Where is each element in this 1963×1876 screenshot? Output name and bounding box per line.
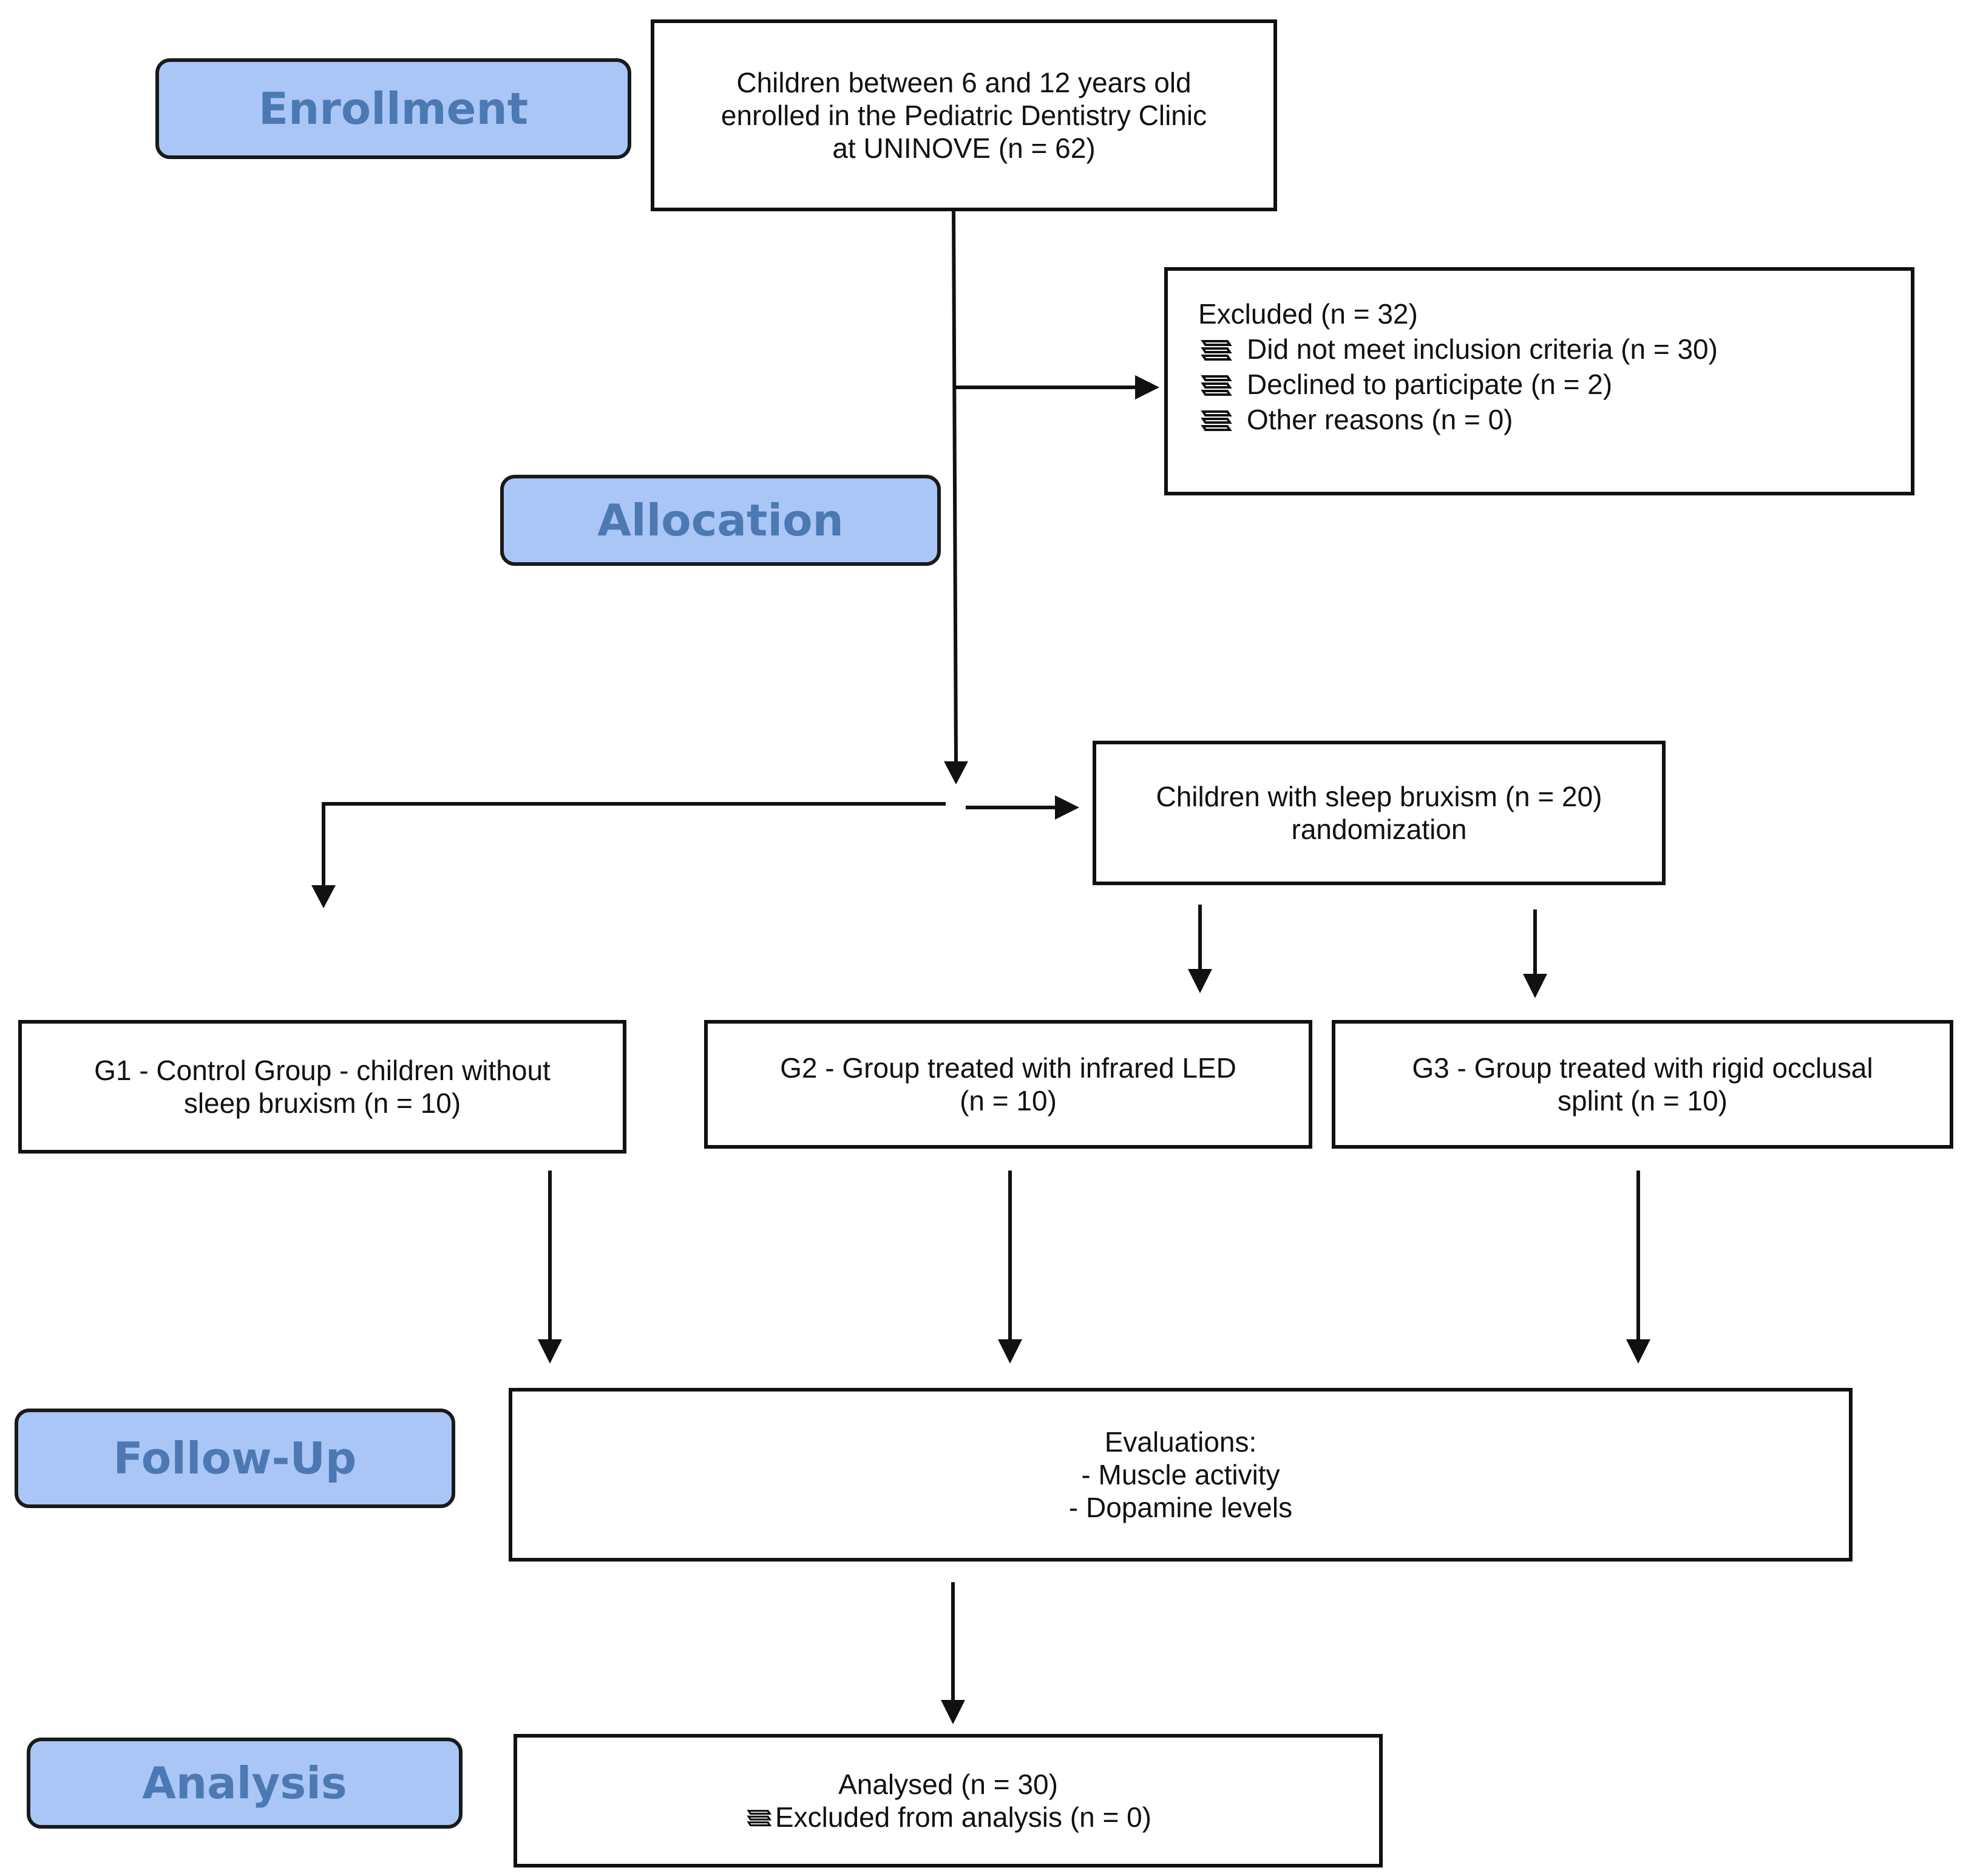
arrowhead-eval-3 — [1626, 1339, 1650, 1364]
arrowhead-down-g1 — [311, 885, 336, 908]
arrowhead-right-excluded — [1135, 375, 1159, 399]
group-g3-line: splint (n = 10) — [1558, 1085, 1727, 1116]
group-g2-line: (n = 10) — [960, 1085, 1057, 1116]
enrolled-line: enrolled in the Pediatric Dentistry Clin… — [720, 100, 1207, 131]
excluded-title: Excluded (n = 32) — [1198, 298, 1418, 330]
enrolled-box: Children between 6 and 12 years old enro… — [651, 19, 1277, 211]
evaluations-line: - Muscle activity — [1081, 1459, 1280, 1490]
stage-enrollment-label: Enrollment — [258, 83, 529, 134]
evaluations-line: Evaluations: — [1104, 1426, 1257, 1458]
analysed-title: Analysed (n = 30) — [838, 1769, 1058, 1800]
group-g2-line: G2 - Group treated with infrared LED — [780, 1052, 1236, 1084]
stage-allocation-label: Allocation — [597, 495, 844, 546]
evaluations-box: Evaluations: - Muscle activity - Dopamin… — [509, 1388, 1853, 1562]
analysed-excluded-row: Excluded from analysis (n = 0) — [745, 1801, 1151, 1834]
arrowhead-eval-2 — [998, 1339, 1022, 1364]
analysed-box: Analysed (n = 30) Excluded from analysis… — [514, 1734, 1383, 1868]
arrowhead-right-randomization — [1055, 795, 1079, 820]
stage-follow-up: Follow-Up — [15, 1409, 455, 1508]
excluded-item: Declined to participate (n = 2) — [1198, 367, 1911, 402]
stage-analysis: Analysis — [27, 1738, 463, 1829]
excluded-item-text: Declined to participate (n = 2) — [1247, 369, 1613, 400]
arrow-enrollment-to-allocation — [952, 208, 958, 767]
group-g1-line: sleep bruxism (n = 10) — [183, 1087, 461, 1119]
excluded-item: Other reasons (n = 0) — [1198, 402, 1911, 437]
excluded-item: Did not meet inclusion criteria (n = 30) — [1198, 331, 1911, 367]
group-g1-box: G1 - Control Group - children without sl… — [18, 1020, 626, 1154]
arrowhead-analysis — [941, 1700, 965, 1724]
arrow-to-g1 — [322, 802, 946, 890]
stage-analysis-label: Analysis — [142, 1758, 347, 1809]
analysed-excluded-text: Excluded from analysis (n = 0) — [775, 1801, 1151, 1833]
group-g3-box: G3 - Group treated with rigid occlusal s… — [1332, 1020, 1953, 1149]
randomization-box: Children with sleep bruxism (n = 20) ran… — [1093, 741, 1666, 885]
excluded-item-text: Other reasons (n = 0) — [1247, 404, 1513, 435]
stage-allocation: Allocation — [500, 475, 941, 566]
stacked-books-icon — [1201, 375, 1232, 396]
stacked-books-icon — [1201, 410, 1232, 431]
stage-enrollment: Enrollment — [155, 58, 631, 159]
stacked-books-icon — [1201, 340, 1232, 361]
arrowhead-down-1 — [944, 761, 968, 784]
excluded-item-text: Did not meet inclusion criteria (n = 30) — [1247, 333, 1718, 365]
randomization-line: randomization — [1291, 814, 1467, 845]
randomization-line: Children with sleep bruxism (n = 20) — [1156, 781, 1602, 812]
group-g1-line: G1 - Control Group - children without — [94, 1055, 551, 1086]
excluded-box: Excluded (n = 32) Did not meet inclusion… — [1164, 267, 1914, 495]
arrowhead-eval-1 — [538, 1339, 562, 1364]
stage-follow-up-label: Follow-Up — [113, 1433, 357, 1484]
arrowhead-down-g3 — [1523, 974, 1547, 998]
enrolled-line: at UNINOVE (n = 62) — [832, 132, 1096, 164]
enrolled-line: Children between 6 and 12 years old — [736, 67, 1192, 98]
group-g2-box: G2 - Group treated with infrared LED (n … — [704, 1020, 1312, 1149]
group-g3-line: G3 - Group treated with rigid occlusal — [1412, 1052, 1873, 1084]
evaluations-line: - Dopamine levels — [1068, 1492, 1293, 1523]
arrowhead-down-g2 — [1188, 969, 1212, 993]
stacked-books-icon — [747, 1810, 772, 1827]
